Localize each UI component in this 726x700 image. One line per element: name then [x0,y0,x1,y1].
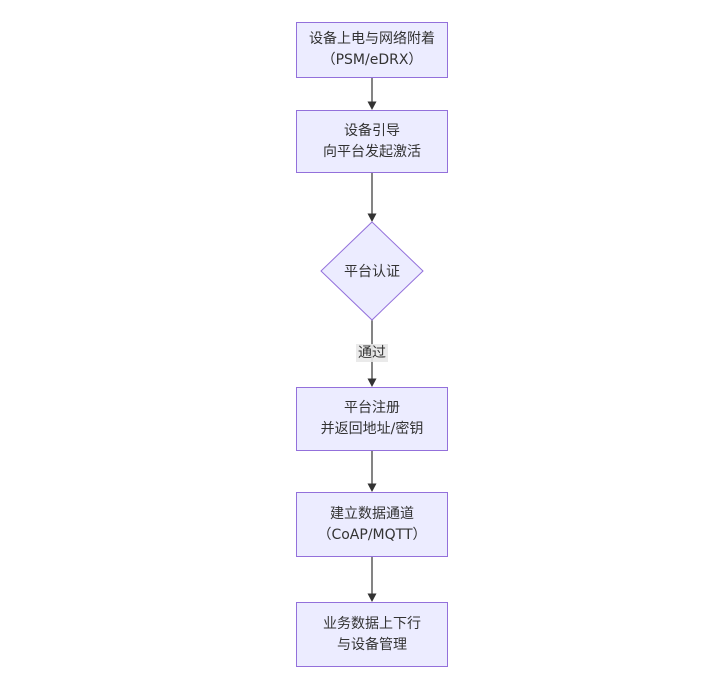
node-text: 业务数据上下行 [323,615,421,632]
arrowhead-icon [367,213,377,222]
node-text: 与设备管理 [337,636,407,653]
edge-bootstrap-to-auth [367,173,377,222]
node-text: 设备引导 [344,122,400,139]
node-text: 并返回地址/密钥 [320,421,424,437]
decision-diamond-shape [320,221,424,321]
node-power-attach: 设备上电与网络附着 （PSM/eDRX） [296,22,448,78]
arrowhead-icon [367,593,377,602]
node-text: 平台注册 [344,400,400,416]
node-business: 业务数据上下行 与设备管理 [296,602,448,667]
node-text: 设备上电与网络附着 [309,31,435,47]
node-text: 向平台发起激活 [323,143,421,160]
node-register: 平台注册 并返回地址/密钥 [296,387,448,451]
arrowhead-icon [367,101,377,110]
arrowhead-icon [367,483,377,492]
edge-channel-to-business [367,557,377,602]
node-bootstrap: 设备引导 向平台发起激活 [296,110,448,173]
edge-register-to-channel [367,451,377,492]
edge-label-pass: 通过 [356,344,388,362]
edge-power-to-bootstrap [367,78,377,110]
node-data-channel: 建立数据通道 （CoAP/MQTT） [296,492,448,557]
node-text: （CoAP/MQTT） [317,526,427,543]
node-text: 建立数据通道 [330,505,414,522]
node-text: （PSM/eDRX） [321,52,423,68]
arrowhead-icon [367,378,377,387]
